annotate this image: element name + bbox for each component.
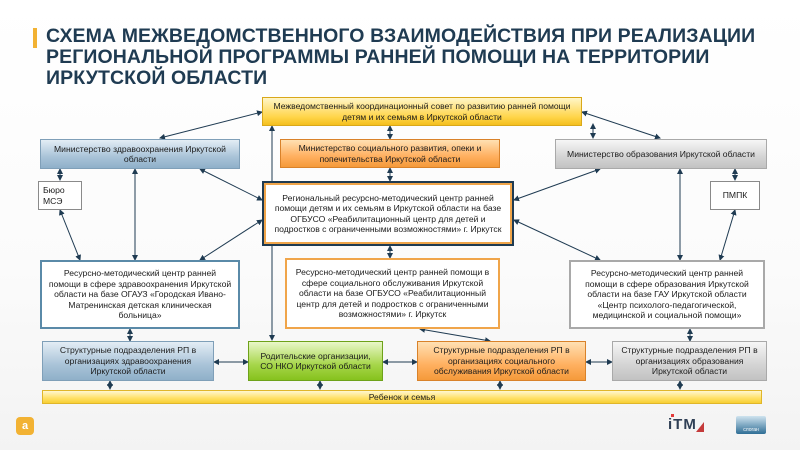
left-logo-icon: а <box>16 417 34 435</box>
child-family-bar: Ребенок и семья <box>42 390 762 404</box>
ministry-social-text: Министерство социального развития, опеки… <box>298 143 482 164</box>
unit-parents-box: Родительские организации, СО НКО Иркутск… <box>248 341 383 381</box>
arrow-education-center <box>513 167 601 202</box>
unit-education-box: Структурные подразделения РП в организац… <box>612 341 767 381</box>
unit-social-box: Структурные подразделения РП в организац… <box>417 341 586 381</box>
regional-center-box: Региональный ресурсно-методический центр… <box>262 181 514 246</box>
coordination-council-text: Межведомственный координационный совет п… <box>273 101 571 122</box>
mse-bureau-text: Бюро МСЭ <box>43 185 65 206</box>
coordination-council-box: Межведомственный координационный совет п… <box>262 97 582 126</box>
rmc-social-text: Ресурсно-методический центр ранней помощ… <box>295 267 490 320</box>
unit-parents-text: Родительские организации, СО НКО Иркутск… <box>260 350 371 371</box>
child-family-text: Ребенок и семья <box>368 392 436 402</box>
pmpk-text: ПМПК <box>722 190 748 201</box>
itm-logo-icon: iTM <box>668 414 704 433</box>
right-logo-icon: слоган <box>736 416 766 434</box>
ministry-health-box: Министерство здравоохранения Иркутской о… <box>40 139 240 169</box>
rmc-education-text: Ресурсно-методический центр ранней помощ… <box>585 268 749 321</box>
mse-bureau-box: Бюро МСЭ <box>38 181 82 210</box>
ministry-health-text: Министерство здравоохранения Иркутской о… <box>54 143 226 164</box>
arrow-health-center <box>199 168 263 201</box>
left-logo-mark: а <box>21 420 29 432</box>
itm-logo-dot <box>671 414 674 417</box>
ministry-education-text: Министерство образования Иркутской облас… <box>567 148 755 159</box>
arrow-center-rmc-health <box>199 219 263 261</box>
rmc-social-box: Ресурсно-методический центр ранней помощ… <box>285 258 500 329</box>
ministry-education-box: Министерство образования Иркутской облас… <box>555 139 767 169</box>
unit-health-box: Структурные подразделения РП в организац… <box>42 341 214 381</box>
title-accent-bar <box>33 28 37 48</box>
itm-logo-triangle <box>696 422 704 432</box>
arrow-mse-rmc <box>59 209 81 261</box>
arrow-council-health <box>159 110 263 140</box>
right-logo-caption: слоган <box>743 427 759 433</box>
pmpk-box: ПМПК <box>710 181 760 210</box>
arrow-center-rmc-education <box>513 219 601 261</box>
rmc-education-box: Ресурсно-методический центр ранней помощ… <box>569 260 765 329</box>
arrow-rmc-unit-social <box>419 326 491 344</box>
regional-center-text: Региональный ресурсно-методический центр… <box>274 192 502 234</box>
arrow-council-education <box>581 110 661 140</box>
ministry-social-box: Министерство социального развития, опеки… <box>280 139 500 168</box>
rmc-health-text: Ресурсно-методический центр ранней помощ… <box>48 268 232 321</box>
unit-social-text: Структурные подразделения РП в организац… <box>433 345 570 377</box>
unit-education-text: Структурные подразделения РП в организац… <box>621 345 758 377</box>
page-title: СХЕМА МЕЖВЕДОМСТВЕННОГО ВЗАИМОДЕЙСТВИЯ П… <box>46 25 756 89</box>
unit-health-text: Структурные подразделения РП в организац… <box>59 345 197 377</box>
arrow-pmpk-rmc <box>718 209 737 261</box>
rmc-health-box: Ресурсно-методический центр ранней помощ… <box>40 260 240 329</box>
itm-logo-text: iTM <box>668 416 697 433</box>
